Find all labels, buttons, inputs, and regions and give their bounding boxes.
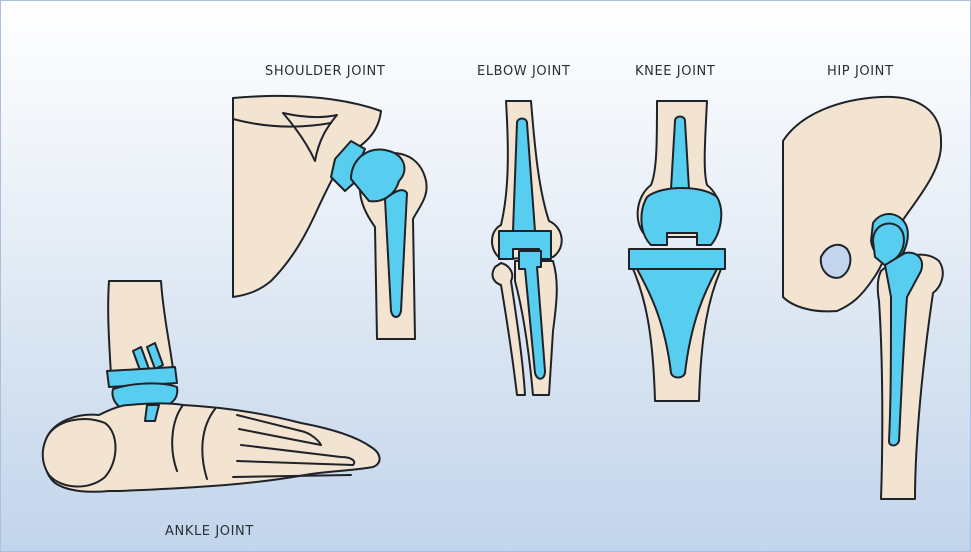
knee-joint-label: KNEE JOINT bbox=[635, 64, 715, 79]
shoulder-joint-illustration bbox=[233, 96, 427, 339]
hip-obturator-foramen bbox=[821, 245, 851, 278]
elbow-joint-label: ELBOW JOINT bbox=[477, 64, 571, 79]
hip-joint-illustration bbox=[783, 97, 943, 499]
knee-tibial-insert bbox=[629, 249, 725, 269]
shoulder-joint-label: SHOULDER JOINT bbox=[265, 64, 385, 79]
ankle-joint-label: ANKLE JOINT bbox=[165, 524, 254, 539]
ankle-calcaneus bbox=[43, 419, 116, 486]
knee-joint-illustration bbox=[629, 101, 725, 401]
elbow-joint-illustration bbox=[492, 101, 562, 395]
ankle-joint-illustration bbox=[43, 281, 380, 492]
hip-joint-label: HIP JOINT bbox=[827, 64, 894, 79]
knee-femoral-stem bbox=[671, 117, 689, 190]
